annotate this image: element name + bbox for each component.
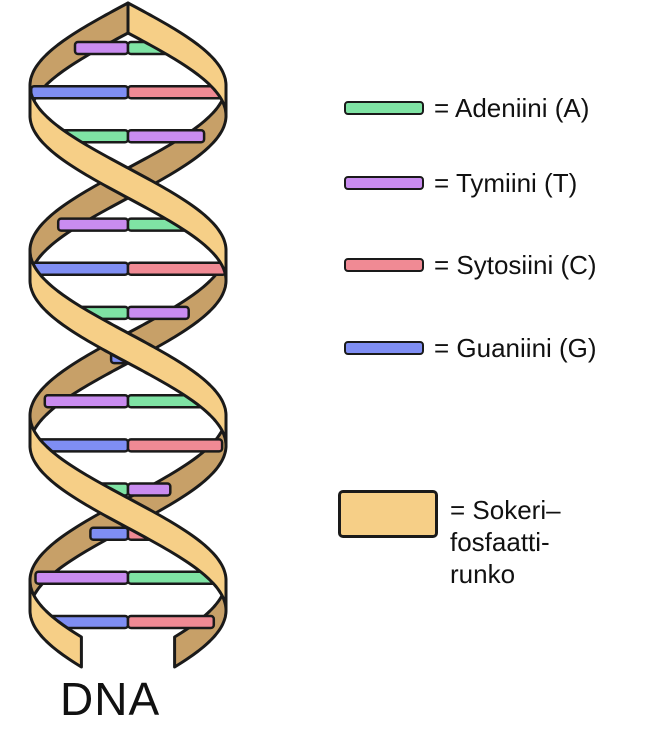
guanine-swatch <box>344 341 424 355</box>
base-rung-cytosine <box>128 86 225 98</box>
base-rung-cytosine <box>128 616 214 628</box>
front-backbone-segment <box>30 87 226 279</box>
legend-item-guanine: = Guaniini (G) <box>344 328 597 368</box>
base-rung-cytosine <box>128 439 222 451</box>
base-rung-guanine <box>31 86 128 98</box>
legend-label-adenine: = Adeniini (A) <box>434 93 589 124</box>
legend-item-adenine: = Adeniini (A) <box>344 88 589 128</box>
legend-label-cytosine: = Sytosiini (C) <box>434 250 597 281</box>
base-rung-thymine <box>128 130 204 142</box>
legend-label-thymine: = Tymiini (T) <box>434 168 577 199</box>
backbone-swatch <box>338 490 438 538</box>
legend-item-cytosine: = Sytosiini (C) <box>344 245 597 285</box>
legend-label-guanine: = Guaniini (G) <box>434 333 597 364</box>
legend-label-backbone: = Sokeri– fosfaatti- runko <box>450 494 659 590</box>
legend-item-thymine: = Tymiini (T) <box>344 163 577 203</box>
base-rung-thymine <box>58 219 128 231</box>
base-rung-thymine <box>45 395 128 407</box>
adenine-swatch <box>344 101 424 115</box>
base-rung-thymine <box>36 572 129 584</box>
backbone-label-line3: runko <box>450 558 659 590</box>
thymine-swatch <box>344 176 424 190</box>
dna-helix-diagram <box>0 0 340 670</box>
dna-title: DNA <box>60 672 160 726</box>
front-backbone-segment <box>30 251 226 445</box>
base-rung-guanine <box>30 263 128 275</box>
cytosine-swatch <box>344 258 424 272</box>
base-rung-thymine <box>75 42 128 54</box>
base-rung-thymine <box>128 484 170 496</box>
base-rung-guanine <box>90 528 128 540</box>
backbone-label-line1: = Sokeri– <box>450 494 659 526</box>
backbone-label-line2: fosfaatti- <box>450 526 659 558</box>
base-rung-cytosine <box>128 263 226 275</box>
base-rung-thymine <box>128 307 189 319</box>
